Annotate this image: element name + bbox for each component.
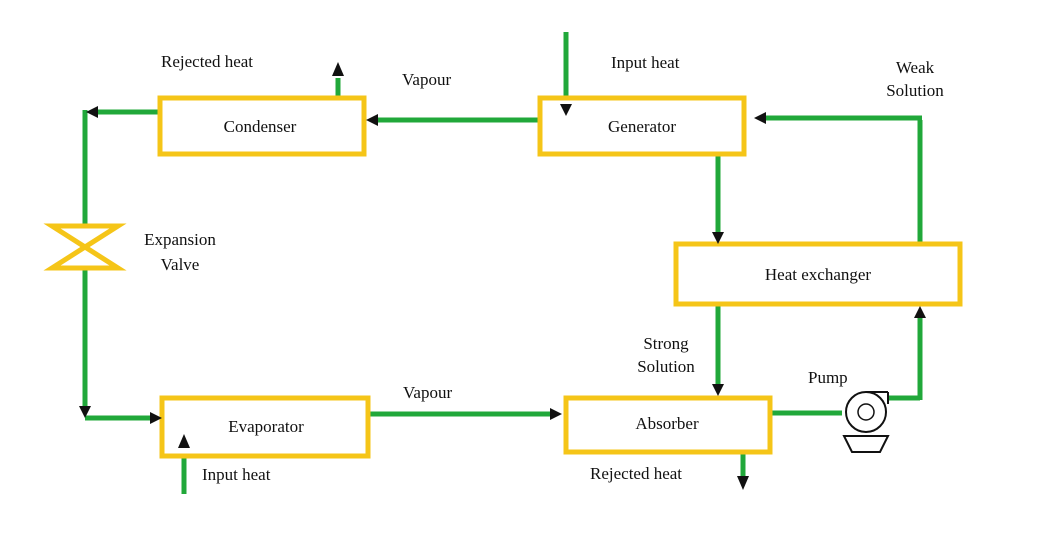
arrow-into-hx — [712, 232, 724, 244]
evaporator-box: Evaporator — [159, 395, 371, 459]
labels: Rejected heat Vapour Input heat Weak Sol… — [144, 52, 944, 484]
expansion-valve-icon — [43, 223, 127, 271]
arrow-hx-to-absorber — [712, 384, 724, 396]
weak-solution-label-line1: Weak — [896, 58, 935, 77]
arrow-pump-to-hx — [914, 306, 926, 318]
weak-solution-label-line2: Solution — [886, 81, 944, 100]
arrow-into-absorber — [550, 408, 562, 420]
generator-box: Generator — [537, 95, 747, 157]
strong-solution-label-line2: Solution — [637, 357, 695, 376]
rejected-heat-top-label: Rejected heat — [161, 52, 253, 71]
arrow-into-evaporator — [150, 412, 162, 424]
arrow-rejected-heat-absorber — [737, 476, 749, 490]
pump-icon — [842, 391, 890, 453]
heat-exchanger-label: Heat exchanger — [765, 265, 872, 284]
arrow-input-heat-generator — [560, 104, 572, 116]
strong-solution-label-line1: Strong — [643, 334, 689, 353]
generator-label: Generator — [608, 117, 676, 136]
expansion-valve-label-line2: Valve — [161, 255, 200, 274]
condenser-box: Condenser — [157, 95, 367, 157]
absorber-box: Absorber — [563, 395, 773, 455]
arrow-condenser-out — [86, 106, 98, 118]
arrow-left-down — [79, 406, 91, 418]
pump-label: Pump — [808, 368, 848, 387]
pipes — [82, 32, 923, 494]
vapour-top-label: Vapour — [402, 70, 451, 89]
arrow-input-heat-evaporator — [178, 434, 190, 448]
components: Condenser Generator Heat exchanger Evapo… — [157, 95, 963, 459]
arrow-into-generator — [754, 112, 766, 124]
rejected-heat-bottom-label: Rejected heat — [590, 464, 682, 483]
absorber-label: Absorber — [635, 414, 699, 433]
arrowheads — [79, 62, 926, 490]
expansion-valve-label-line1: Expansion — [144, 230, 216, 249]
input-heat-top-label: Input heat — [611, 53, 680, 72]
condenser-label: Condenser — [224, 117, 297, 136]
evaporator-label: Evaporator — [228, 417, 304, 436]
vapour-bottom-label: Vapour — [403, 383, 452, 402]
input-heat-bottom-label: Input heat — [202, 465, 271, 484]
arrow-rejected-heat-condenser — [332, 62, 344, 76]
arrow-into-condenser — [366, 114, 378, 126]
heat-exchanger-box: Heat exchanger — [673, 241, 963, 307]
